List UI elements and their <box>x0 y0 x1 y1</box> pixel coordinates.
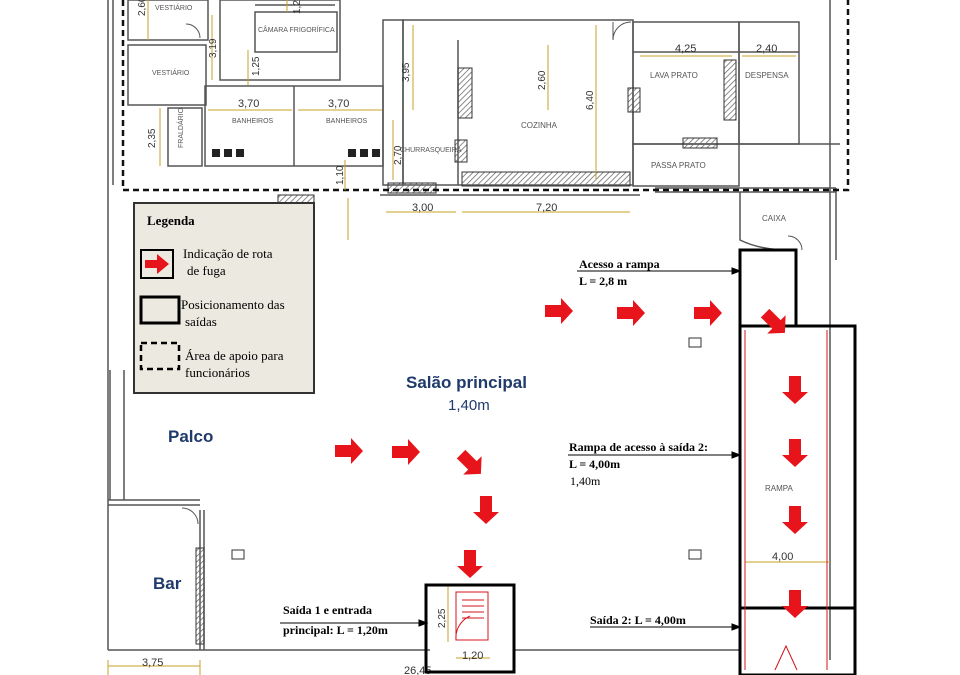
area-title-salao: Salão principal <box>406 373 527 392</box>
dim-120-top: 1,20 <box>292 0 303 14</box>
escape-arrow <box>782 506 808 534</box>
dim-120: 1,20 <box>462 650 483 662</box>
legend-item-saidas-line2: saídas <box>185 314 217 329</box>
legend-arrow-icon <box>140 249 174 279</box>
escape-arrow <box>782 590 808 618</box>
dim-370-b: 3,70 <box>328 98 349 110</box>
toilets <box>212 149 380 157</box>
dim-110: 1,10 <box>335 165 346 185</box>
walls <box>107 0 840 660</box>
area-title-bar: Bar <box>153 574 182 593</box>
room-label-banheiros-1: BANHEIROS <box>232 118 274 125</box>
dim-370-a: 3,70 <box>238 98 259 110</box>
dim-260: 2,60 <box>137 0 148 16</box>
escape-arrow <box>335 438 363 464</box>
dim-270: 2,70 <box>393 145 404 165</box>
room-label-caixa: CAIXA <box>762 214 787 223</box>
door-swings <box>181 21 803 525</box>
room-label-camara: CÂMARA FRIGORÍFICA <box>258 25 335 34</box>
dimension-labels: 2,60 3,19 1,25 1,20 2,35 3,70 3,70 3,95 … <box>137 0 793 675</box>
support-area-outline <box>121 0 850 192</box>
annot-acesso-rampa: Acesso a rampa <box>579 257 660 271</box>
escape-arrow <box>617 300 645 326</box>
dim-125: 1,25 <box>251 56 262 76</box>
legend: Legenda Indicação de rota de fuga Posici… <box>133 202 315 394</box>
legend-item-apoio-line2: funcionários <box>185 365 250 380</box>
area-title-palco: Palco <box>168 427 213 446</box>
escape-arrow <box>782 439 808 467</box>
legend-support-area-icon <box>139 341 181 371</box>
area-title-salao-dim: 1,40m <box>448 397 490 414</box>
room-label-passa-prato: PASSA PRATO <box>651 161 706 170</box>
room-labels: VESTIÁRIO VESTIÁRIO CÂMARA FRIGORÍFICA B… <box>152 3 794 493</box>
dim-425: 4,25 <box>675 43 696 55</box>
legend-item-saidas-line1: Posicionamento das <box>181 297 285 312</box>
annot-saida-1-width: principal: L = 1,20m <box>283 623 388 637</box>
annot-rampa-saida-2-dim: 1,40m <box>570 474 601 488</box>
room-label-vestiario-1: VESTIÁRIO <box>155 3 193 12</box>
annot-rampa-saida-2: Rampa de acesso à saída 2: <box>569 440 708 454</box>
escape-route-arrows <box>335 298 808 618</box>
dim-319: 3,19 <box>208 38 219 58</box>
legend-item-apoio-line1: Área de apoio para <box>185 348 284 363</box>
dim-225: 2,25 <box>437 608 448 628</box>
room-label-despensa: DESPENSA <box>745 71 789 80</box>
escape-arrow <box>545 298 573 324</box>
exit-1 <box>424 583 516 674</box>
dimension-lines <box>107 0 830 675</box>
legend-exit-box-icon <box>139 295 181 325</box>
room-label-vestiario-2: VESTIÁRIO <box>152 68 190 77</box>
escape-arrow <box>473 496 499 524</box>
dim-640: 6,40 <box>585 90 596 110</box>
annot-acesso-rampa-width: L = 2,8 m <box>579 274 627 288</box>
dim-395: 3,95 <box>401 62 412 82</box>
legend-title: Legenda <box>147 213 195 228</box>
escape-arrow <box>457 550 483 578</box>
room-label-churrasqueira: CHURRASQUEIRA <box>400 147 462 154</box>
dim-375: 3,75 <box>142 657 163 669</box>
annot-rampa-saida-2-width: L = 4,00m <box>569 457 620 471</box>
hatched-counters <box>195 59 737 645</box>
legend-item-rota-line1: Indicação de rota <box>183 246 273 261</box>
annot-saida-1: Saída 1 e entrada <box>283 603 372 617</box>
dim-235: 2,35 <box>147 128 158 148</box>
room-label-cozinha: COZINHA <box>521 121 558 130</box>
area-titles: Salão principal 1,40m Palco Bar <box>153 373 527 593</box>
escape-arrow <box>694 300 722 326</box>
pillars <box>231 337 702 560</box>
annot-saida-2: Saída 2: L = 4,00m <box>590 613 686 627</box>
dim-2645: 26,45 <box>404 665 432 675</box>
annotation-leaders <box>280 267 742 631</box>
escape-arrow <box>456 449 482 475</box>
escape-arrow <box>392 439 420 465</box>
escape-arrow <box>760 308 786 334</box>
room-label-lava-prato: LAVA PRATO <box>650 71 698 80</box>
dim-300: 3,00 <box>412 202 433 214</box>
legend-item-rota-line2: de fuga <box>187 263 226 278</box>
dim-240: 2,40 <box>756 43 777 55</box>
room-label-banheiros-2: BANHEIROS <box>326 118 368 125</box>
dim-720: 7,20 <box>536 202 557 214</box>
dim-400: 4,00 <box>772 551 793 563</box>
annotations: Acesso a rampa L = 2,8 m Rampa de acesso… <box>283 257 708 637</box>
room-label-rampa: RAMPA <box>765 484 794 493</box>
dim-260-b: 2,60 <box>537 70 548 90</box>
room-label-fraldario: FRALDÁRIO <box>176 107 185 148</box>
escape-arrow <box>782 376 808 404</box>
